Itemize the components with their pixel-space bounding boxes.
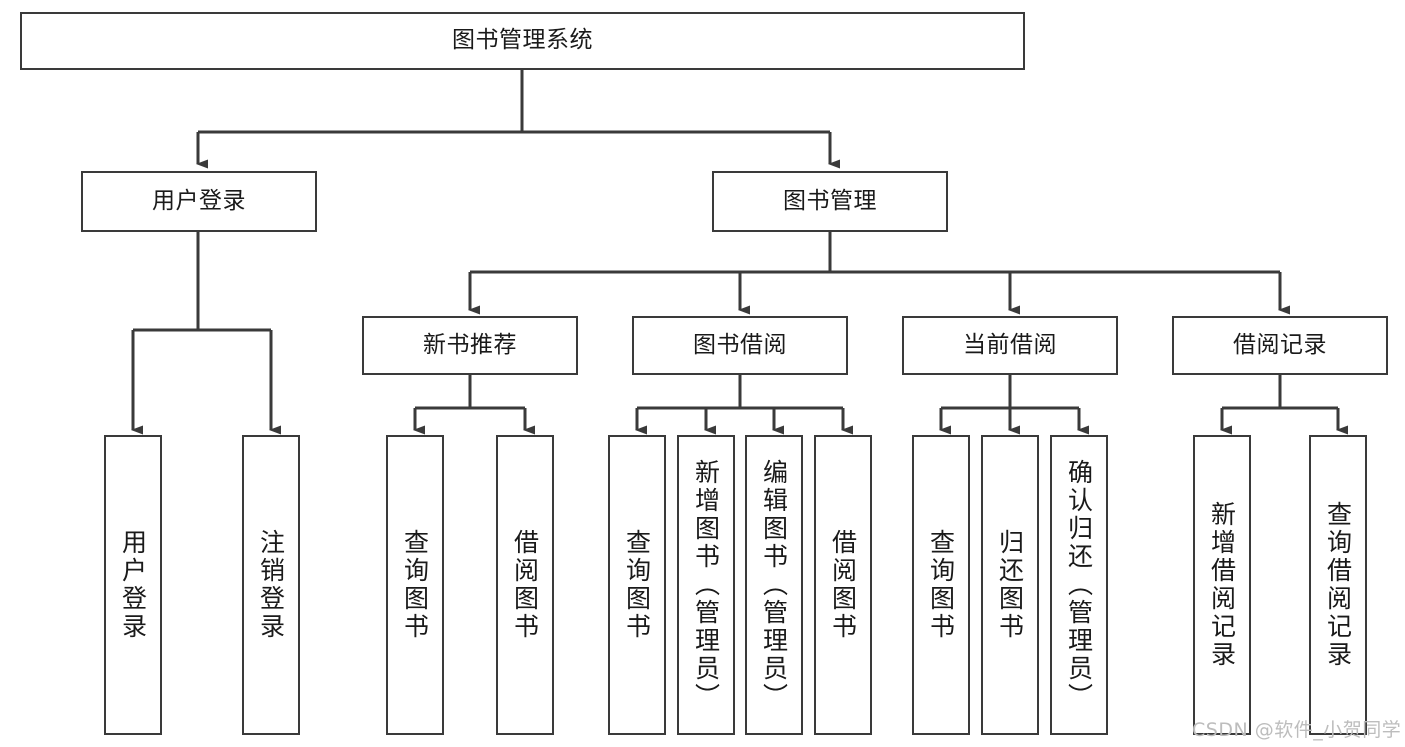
node-user-login[interactable]: 用户登录 xyxy=(81,171,317,232)
node-leaf-return-book[interactable]: 归还图书 xyxy=(981,435,1039,735)
node-current-borrow[interactable]: 当前借阅 xyxy=(902,316,1118,375)
node-borrow-record[interactable]: 借阅记录 xyxy=(1172,316,1388,375)
node-leaf-edit-book[interactable]: 编辑图书（管理员） xyxy=(745,435,803,735)
node-leaf-query-book-2-label: 查询图书 xyxy=(622,529,652,641)
node-book-management-label: 图书管理 xyxy=(783,187,877,214)
node-leaf-confirm-return-label: 确认归还（管理员） xyxy=(1064,459,1094,711)
node-leaf-add-book-label: 新增图书（管理员） xyxy=(691,459,721,711)
node-book-borrow[interactable]: 图书借阅 xyxy=(632,316,848,375)
node-leaf-return-book-label: 归还图书 xyxy=(995,529,1025,641)
node-root[interactable]: 图书管理系统 xyxy=(20,12,1025,70)
node-leaf-borrow-book-1-label: 借阅图书 xyxy=(510,529,540,641)
node-leaf-query-book-1[interactable]: 查询图书 xyxy=(386,435,444,735)
node-new-book-recommend-label: 新书推荐 xyxy=(423,331,517,358)
node-leaf-query-book-1-label: 查询图书 xyxy=(400,529,430,641)
node-leaf-logout-label: 注销登录 xyxy=(256,529,286,641)
node-leaf-edit-book-label: 编辑图书（管理员） xyxy=(759,459,789,711)
node-leaf-user-login-label: 用户登录 xyxy=(118,529,148,641)
node-borrow-record-label: 借阅记录 xyxy=(1233,331,1327,358)
node-leaf-user-login[interactable]: 用户登录 xyxy=(104,435,162,735)
node-leaf-query-record[interactable]: 查询借阅记录 xyxy=(1309,435,1367,735)
node-root-label: 图书管理系统 xyxy=(452,27,593,54)
node-leaf-query-book-2[interactable]: 查询图书 xyxy=(608,435,666,735)
node-user-login-label: 用户登录 xyxy=(152,187,246,214)
node-leaf-add-book[interactable]: 新增图书（管理员） xyxy=(677,435,735,735)
node-leaf-add-record[interactable]: 新增借阅记录 xyxy=(1193,435,1251,735)
node-leaf-logout[interactable]: 注销登录 xyxy=(242,435,300,735)
node-leaf-borrow-book-2-label: 借阅图书 xyxy=(828,529,858,641)
node-leaf-add-record-label: 新增借阅记录 xyxy=(1207,501,1237,669)
node-current-borrow-label: 当前借阅 xyxy=(963,331,1057,358)
node-book-management[interactable]: 图书管理 xyxy=(712,171,948,232)
node-leaf-confirm-return[interactable]: 确认归还（管理员） xyxy=(1050,435,1108,735)
node-new-book-recommend[interactable]: 新书推荐 xyxy=(362,316,578,375)
node-leaf-borrow-book-1[interactable]: 借阅图书 xyxy=(496,435,554,735)
node-leaf-query-book-3[interactable]: 查询图书 xyxy=(912,435,970,735)
node-leaf-query-record-label: 查询借阅记录 xyxy=(1323,501,1353,669)
watermark: CSDN @软件_小贺同学 xyxy=(1192,719,1402,741)
node-book-borrow-label: 图书借阅 xyxy=(693,331,787,358)
node-leaf-borrow-book-2[interactable]: 借阅图书 xyxy=(814,435,872,735)
node-leaf-query-book-3-label: 查询图书 xyxy=(926,529,956,641)
